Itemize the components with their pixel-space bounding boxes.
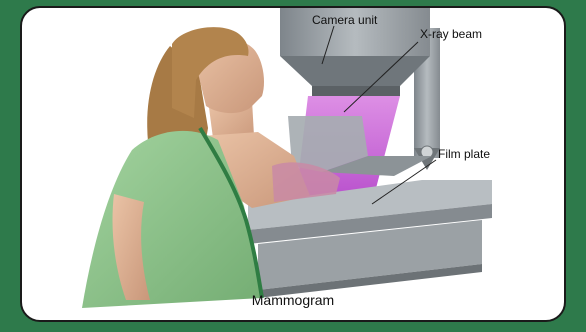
diagram-card: Camera unit X-ray beam Film plate Mammog…	[20, 6, 566, 322]
mammogram-illustration	[22, 8, 564, 320]
caption: Mammogram	[22, 292, 564, 308]
film-plate-label: Film plate	[438, 148, 490, 160]
xray-beam-label: X-ray beam	[420, 28, 482, 40]
camera-unit-label: Camera unit	[312, 14, 377, 26]
